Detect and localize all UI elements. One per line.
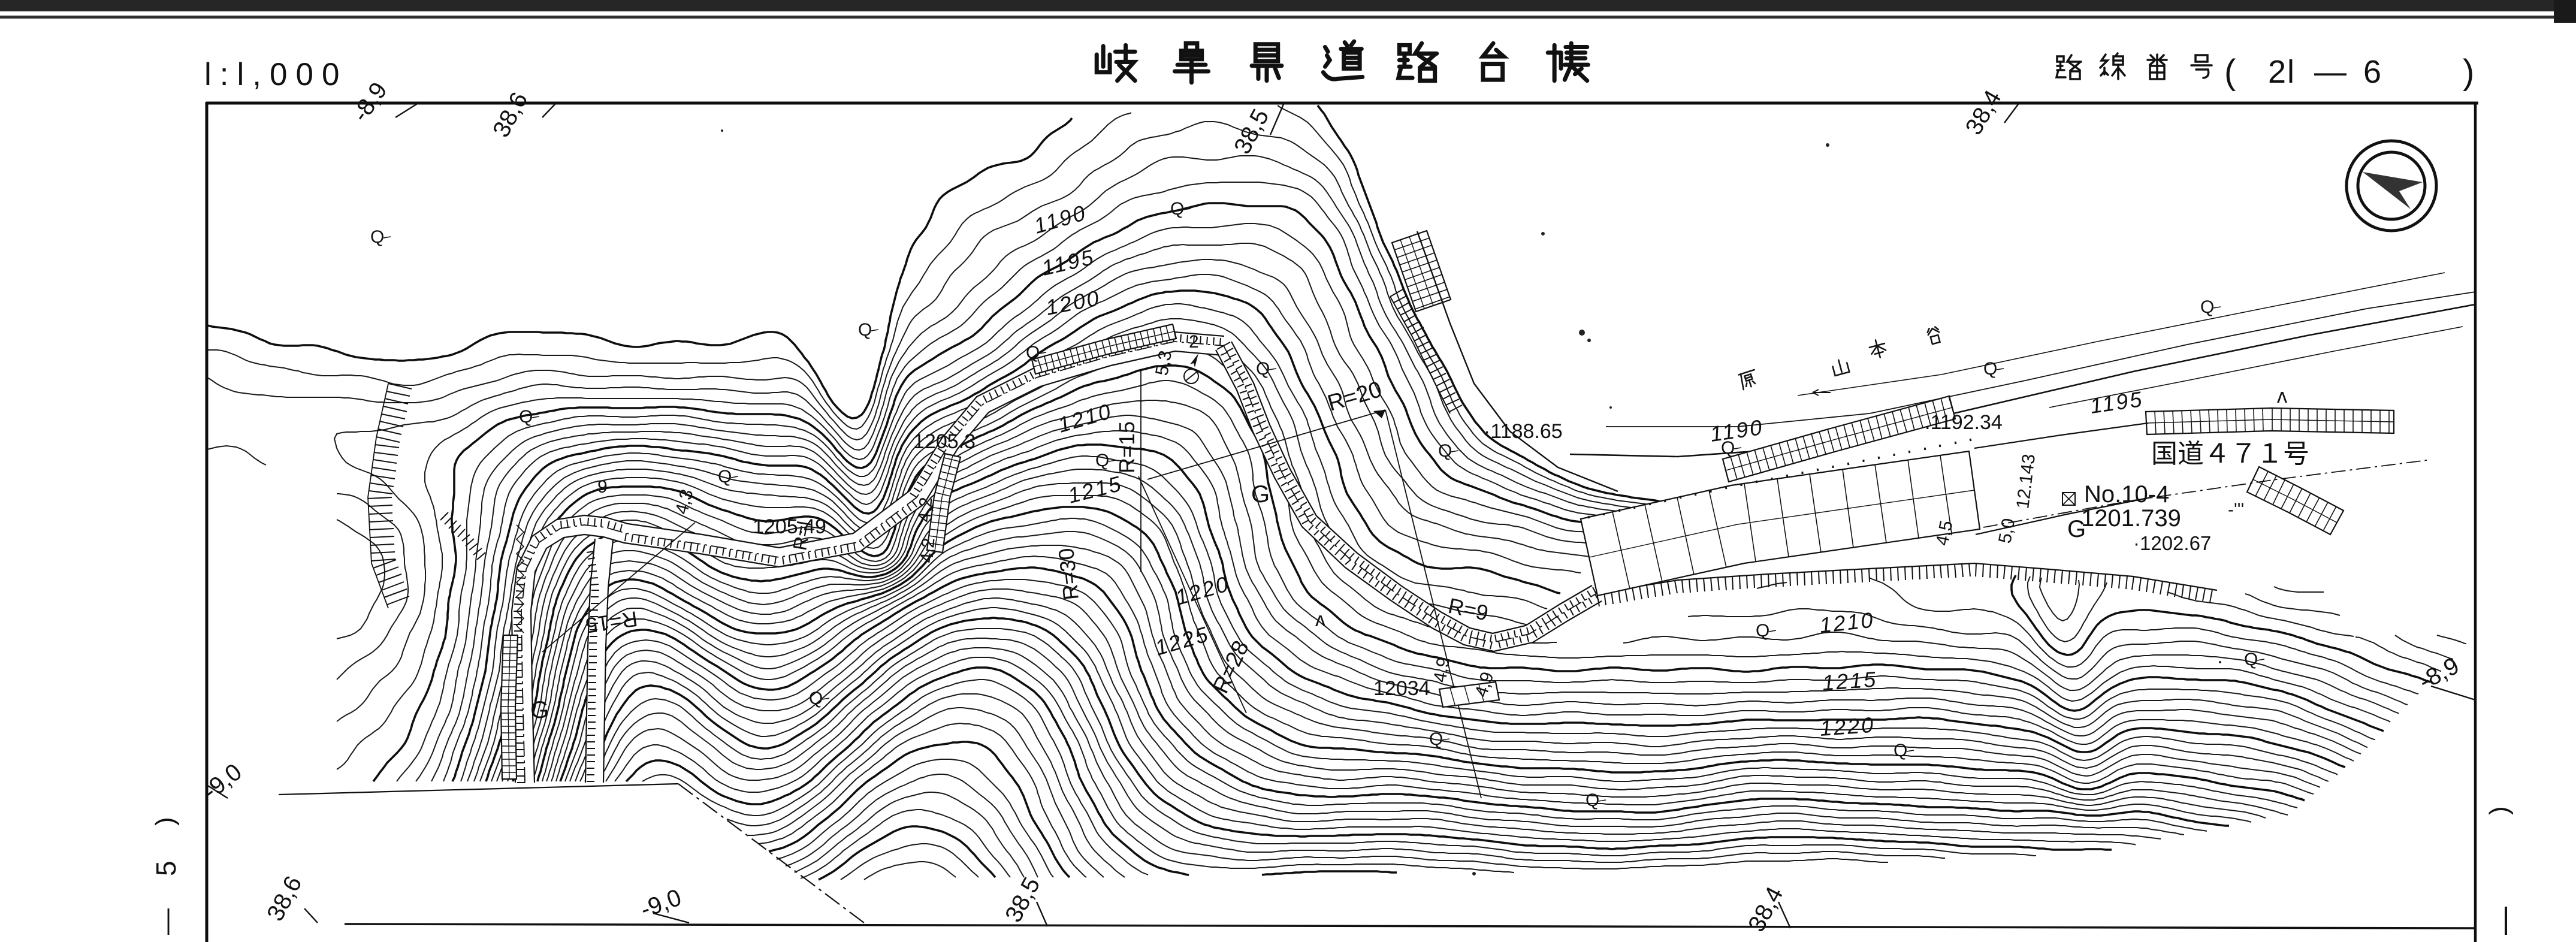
svg-text:4,2: 4,2 — [914, 496, 937, 523]
svg-text:Q: Q — [519, 407, 533, 427]
svg-text:6: 6 — [2363, 54, 2381, 90]
svg-text:5,3: 5,3 — [1152, 349, 1176, 377]
svg-text:Q: Q — [1256, 359, 1270, 379]
svg-text:5,0: 5,0 — [1995, 517, 2019, 545]
svg-text:1220: 1220 — [1819, 712, 1876, 741]
svg-text:9: 9 — [597, 477, 608, 497]
svg-text:12034: 12034 — [1373, 677, 1430, 700]
svg-text:Q: Q — [1170, 199, 1184, 219]
svg-text:Q: Q — [858, 320, 872, 340]
svg-text:1215: 1215 — [1822, 667, 1879, 695]
svg-text:G: G — [530, 697, 549, 723]
svg-text:): ) — [2484, 806, 2514, 815]
svg-text:Q: Q — [1438, 441, 1452, 461]
svg-text:.1192.34: .1192.34 — [1925, 411, 2003, 434]
svg-text:2: 2 — [1189, 332, 1199, 352]
svg-text:Q: Q — [1756, 621, 1769, 641]
svg-text:-''': -''' — [2228, 500, 2244, 520]
svg-text:·1202.67: ·1202.67 — [2133, 532, 2211, 554]
svg-text:1205.3: 1205.3 — [913, 430, 976, 453]
svg-text:1205.49: 1205.49 — [753, 515, 826, 538]
svg-text:G: G — [2067, 516, 2086, 542]
svg-text:R=30: R=30 — [1053, 547, 1083, 602]
svg-text:Q: Q — [1429, 729, 1443, 749]
svg-text:Q: Q — [2244, 650, 2258, 669]
svg-text:R=15: R=15 — [1115, 421, 1139, 473]
svg-text:国道４７１号: 国道４７１号 — [2151, 439, 2309, 469]
svg-text:ʌ: ʌ — [1315, 608, 1325, 631]
svg-text:·1188.65: ·1188.65 — [1484, 420, 1563, 443]
svg-text:1201.739: 1201.739 — [2081, 505, 2181, 532]
svg-text:(: ( — [2224, 53, 2236, 92]
svg-text:5: 5 — [150, 861, 182, 876]
svg-text:Q: Q — [370, 227, 384, 247]
svg-text:Q: Q — [1894, 741, 1907, 760]
svg-text:4,9: 4,9 — [1430, 656, 1454, 684]
svg-text:—: — — [152, 908, 181, 935]
svg-text:Q: Q — [2200, 297, 2214, 317]
svg-text:4,2: 4,2 — [917, 537, 939, 563]
svg-text:): ) — [150, 817, 180, 826]
svg-text:Q: Q — [1026, 343, 1040, 363]
svg-text:2l: 2l — [2268, 54, 2296, 90]
svg-text:ʌ: ʌ — [2277, 385, 2287, 407]
svg-text:Q: Q — [1095, 451, 1109, 470]
svg-text:No.10-4: No.10-4 — [2084, 481, 2169, 508]
svg-text:—: — — [2314, 54, 2347, 90]
svg-text:Q: Q — [1721, 438, 1735, 458]
svg-text:Q: Q — [718, 467, 732, 487]
svg-text:): ) — [2463, 53, 2474, 92]
svg-text:l:l,000: l:l,000 — [204, 57, 348, 92]
svg-text:1210: 1210 — [1819, 608, 1876, 638]
svg-text:R=l: R=l — [789, 520, 815, 552]
svg-text:Q: Q — [1586, 790, 1599, 810]
svg-text:G: G — [1251, 481, 1270, 508]
svg-text:Q: Q — [1983, 359, 1997, 379]
svg-text:Q: Q — [809, 689, 823, 708]
